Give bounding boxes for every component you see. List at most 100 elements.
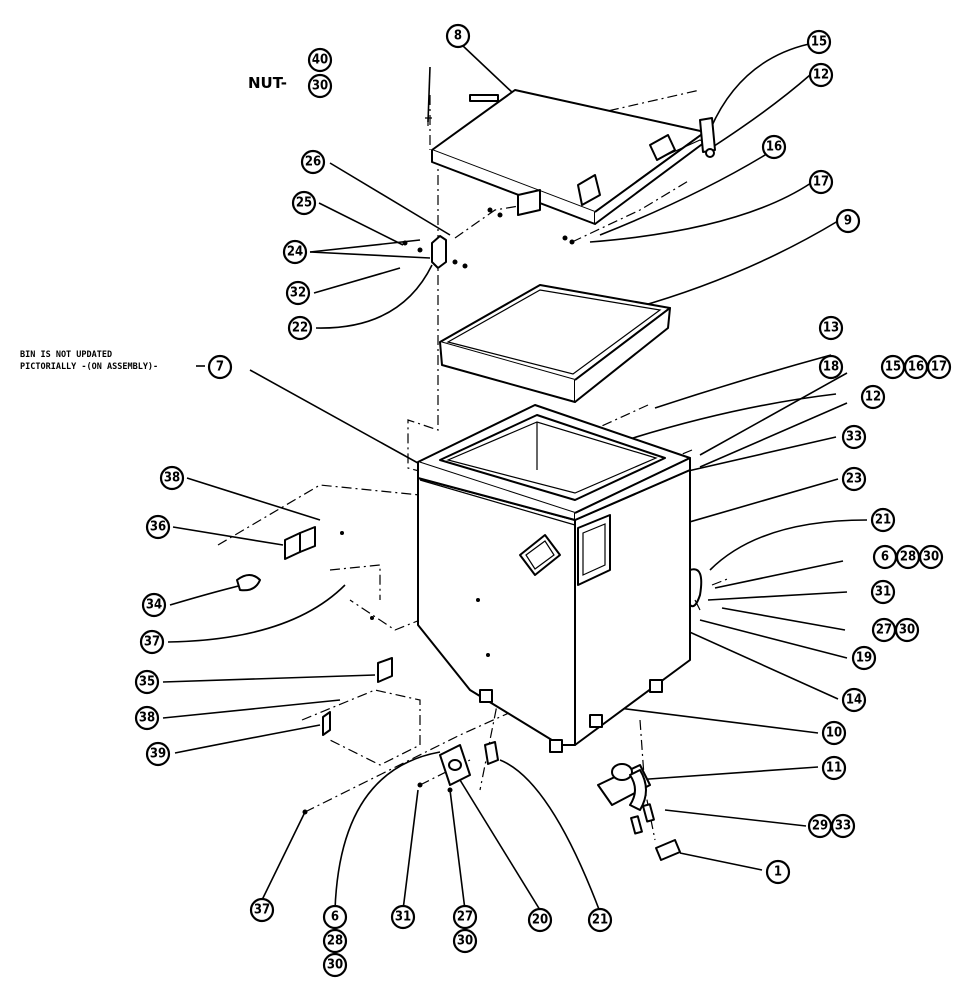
svg-text:30: 30 <box>899 623 915 638</box>
bin-door <box>577 514 611 586</box>
svg-text:7: 7 <box>216 360 224 375</box>
callout-16-mid: 16 <box>903 354 929 380</box>
callout-30-bottom-b: 30 <box>452 928 478 954</box>
svg-text:28: 28 <box>327 934 343 949</box>
svg-text:14: 14 <box>846 693 862 708</box>
callout-37-left: 37 <box>139 629 165 655</box>
svg-text:15: 15 <box>885 360 901 375</box>
callout-40: 40 <box>307 47 333 73</box>
callout-18: 18 <box>818 354 844 380</box>
top-lid <box>425 89 716 225</box>
callout-21-right: 21 <box>870 507 896 533</box>
right-bracket <box>689 568 703 611</box>
callout-6-right: 6 <box>872 544 898 570</box>
svg-text:38: 38 <box>139 711 155 726</box>
callout-28-bottom: 28 <box>322 928 348 954</box>
svg-text:6: 6 <box>331 910 339 925</box>
svg-text:32: 32 <box>290 286 306 301</box>
callout-15-top: 15 <box>806 29 832 55</box>
svg-text:15: 15 <box>811 35 827 50</box>
callout-35: 35 <box>134 669 160 695</box>
drain-valve <box>597 763 681 861</box>
callout-17-mid: 17 <box>926 354 952 380</box>
svg-text:12: 12 <box>813 68 829 83</box>
svg-text:23: 23 <box>846 472 862 487</box>
svg-text:20: 20 <box>532 913 548 928</box>
svg-text:18: 18 <box>823 360 839 375</box>
svg-text:33: 33 <box>835 819 851 834</box>
svg-text:35: 35 <box>139 675 155 690</box>
access-panel <box>519 534 561 576</box>
callout-23: 23 <box>841 466 867 492</box>
svg-text:12: 12 <box>865 390 881 405</box>
callout-8: 8 <box>445 23 471 49</box>
callout-11: 11 <box>821 755 847 781</box>
svg-text:13: 13 <box>823 321 839 336</box>
svg-text:21: 21 <box>875 513 891 528</box>
callout-12-top: 12 <box>808 62 834 88</box>
svg-text:31: 31 <box>395 910 411 925</box>
svg-text:28: 28 <box>900 550 916 565</box>
svg-text:30: 30 <box>312 79 328 94</box>
callout-33-mid: 33 <box>841 424 867 450</box>
svg-text:37: 37 <box>254 903 270 918</box>
svg-text:19: 19 <box>856 651 872 666</box>
svg-text:30: 30 <box>457 934 473 949</box>
svg-text:11: 11 <box>826 761 842 776</box>
callout-26: 26 <box>300 149 326 175</box>
svg-text:38: 38 <box>164 471 180 486</box>
callout-24: 24 <box>282 239 308 265</box>
callout-34: 34 <box>141 592 167 618</box>
svg-text:17: 17 <box>931 360 947 375</box>
drip-tray <box>439 284 671 403</box>
callout-7: 7 <box>207 354 233 380</box>
callout-30-nut: 30 <box>307 73 333 99</box>
svg-text:17: 17 <box>813 175 829 190</box>
bin-note-line2: PICTORIALLY -(ON ASSEMBLY)- <box>20 362 158 372</box>
nut-label: NUT- <box>248 74 287 92</box>
svg-text:33: 33 <box>846 430 862 445</box>
svg-text:22: 22 <box>292 321 308 336</box>
svg-text:25: 25 <box>296 196 312 211</box>
callout-15-mid: 15 <box>880 354 906 380</box>
storage-bin-cabinet <box>340 404 691 753</box>
callout-31-bottom: 31 <box>390 904 416 930</box>
svg-text:24: 24 <box>287 245 303 260</box>
svg-text:39: 39 <box>150 747 166 762</box>
svg-text:37: 37 <box>144 635 160 650</box>
callout-9: 9 <box>835 208 861 234</box>
callout-38-top: 38 <box>159 465 185 491</box>
callout-36: 36 <box>145 514 171 540</box>
callout-12-mid: 12 <box>860 384 886 410</box>
svg-text:29: 29 <box>812 819 828 834</box>
callout-30-right-b: 30 <box>894 617 920 643</box>
callout-27-bottom: 27 <box>452 904 478 930</box>
svg-text:30: 30 <box>923 550 939 565</box>
callout-30-bottom-a: 30 <box>322 952 348 978</box>
svg-text:21: 21 <box>592 913 608 928</box>
svg-text:40: 40 <box>312 53 328 68</box>
svg-text:1: 1 <box>774 865 782 880</box>
svg-text:34: 34 <box>146 598 162 613</box>
callout-16: 16 <box>761 134 787 160</box>
svg-text:26: 26 <box>305 155 321 170</box>
callout-31-right: 31 <box>870 579 896 605</box>
callout-27-right: 27 <box>871 617 897 643</box>
callouts: 40 30 8 15 12 16 17 9 26 25 24 32 22 13 … <box>134 23 952 978</box>
svg-text:10: 10 <box>826 726 842 741</box>
callout-32: 32 <box>285 280 311 306</box>
callout-10: 10 <box>821 720 847 746</box>
callout-22: 22 <box>287 315 313 341</box>
callout-17: 17 <box>808 169 834 195</box>
callout-30-right-a: 30 <box>918 544 944 570</box>
hinge-hardware <box>402 207 575 269</box>
svg-text:8: 8 <box>454 29 462 44</box>
svg-text:30: 30 <box>327 958 343 973</box>
callout-13: 13 <box>818 315 844 341</box>
svg-text:9: 9 <box>844 214 852 229</box>
svg-text:16: 16 <box>908 360 924 375</box>
callout-37-bottom: 37 <box>249 897 275 923</box>
svg-text:36: 36 <box>150 520 166 535</box>
callout-20: 20 <box>527 907 553 933</box>
